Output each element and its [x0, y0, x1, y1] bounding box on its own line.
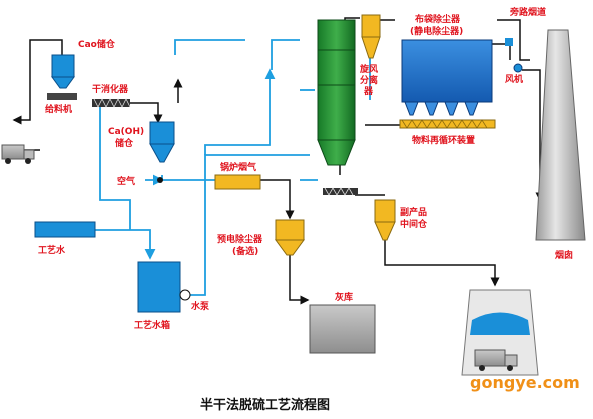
recirc-label: 物料再循环装置: [412, 134, 475, 146]
bypass-label: 旁路烟道: [509, 6, 546, 18]
pre-collector-label-1: 预电除尘器: [217, 233, 263, 245]
water-tank: [137, 261, 181, 313]
boiler-flue-duct: [214, 174, 261, 190]
truck-icon: [1, 144, 35, 164]
cyclone-label-2: 分离: [360, 74, 378, 86]
water-tank-label: 工艺水箱: [134, 319, 170, 331]
recirc-screw: [399, 119, 496, 129]
cao-silo-label: Cao储仓: [78, 38, 116, 50]
ash-store: [309, 304, 376, 354]
byproduct-label-1: 副产品: [400, 206, 427, 218]
caoh-silo: [149, 121, 175, 163]
process-water-label: 工艺水: [38, 244, 66, 256]
bypass-damper-icon: [505, 38, 513, 46]
feeder-label: 给料机: [45, 103, 72, 115]
air-label: 空气: [117, 175, 135, 187]
cyclone-label-3: 器: [363, 86, 374, 97]
chimney: [535, 29, 586, 241]
absorber-tower: [317, 19, 358, 196]
caoh-silo-label-1: Ca(OH): [108, 127, 144, 137]
slaker: [92, 98, 131, 108]
boiler-flue-label: 锅炉烟气: [219, 161, 256, 173]
loading-station: [461, 289, 539, 376]
slaker-label: 干消化器: [92, 83, 129, 95]
air-valve-icon: [157, 177, 163, 183]
pump-icon: [179, 289, 191, 301]
byproduct-label-2: 中间仓: [400, 218, 428, 230]
watermark: gongye.com: [470, 373, 580, 392]
baghouse-label-2: (静电除尘器): [410, 25, 463, 37]
pump-label: 水泵: [191, 300, 210, 312]
fan-label: 风机: [505, 73, 523, 85]
fan-icon: [513, 63, 523, 73]
ash-store-label: 灰库: [335, 291, 353, 303]
caoh-silo-label-2: 储仓: [115, 137, 134, 149]
diagram-title: 半干法脱硫工艺流程图: [200, 397, 330, 413]
chimney-label: 烟囱: [555, 249, 573, 261]
cao-silo: [47, 54, 77, 100]
process-water-pipe: [34, 221, 96, 238]
pre-collector-label-2: (备选): [232, 245, 258, 257]
cyclone-separator: [361, 14, 381, 59]
pre-dust-collector: [275, 219, 305, 256]
baghouse: [401, 39, 493, 116]
cyclone-label-1: 旋风: [359, 63, 378, 75]
baghouse-label-1: 布袋除尘器: [414, 13, 461, 25]
byproduct-silo: [374, 199, 396, 241]
